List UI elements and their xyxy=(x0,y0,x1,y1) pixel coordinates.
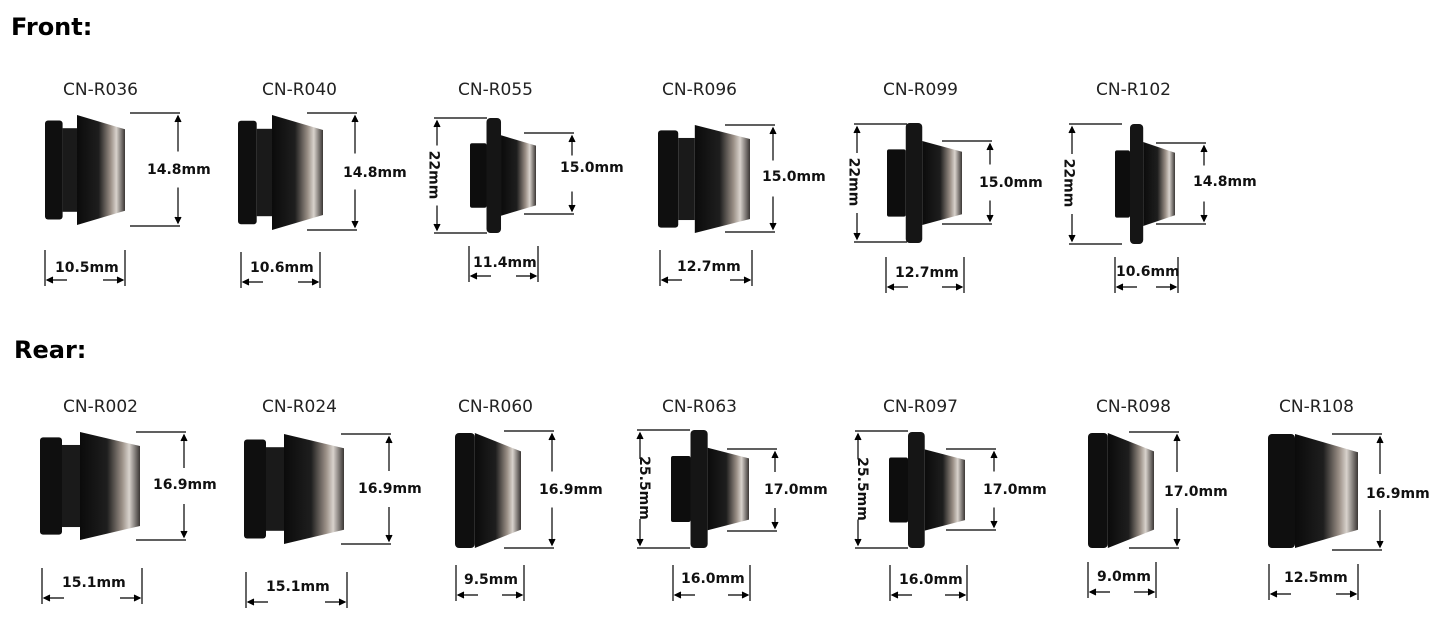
rear-outer-dimension-arrow-2 xyxy=(504,430,556,549)
front-outer-dimension-arrow-1 xyxy=(307,112,359,231)
rear-spacer-1 xyxy=(244,434,344,544)
front-outer-dimension-arrow-0 xyxy=(130,112,182,227)
width-label: 9.0mm xyxy=(1097,569,1151,585)
front-flange-dimension-arrow-4 xyxy=(853,123,907,243)
rear-outer-dimension-arrow-5 xyxy=(1129,431,1181,549)
front-flange-dimension-arrow-2 xyxy=(433,117,487,234)
rear-spacer-5 xyxy=(1088,433,1154,548)
part-number-label: CN-R102 xyxy=(1096,80,1171,100)
rear-spacer-6 xyxy=(1268,434,1358,548)
rear-outer-dimension-arrow-1 xyxy=(341,433,393,545)
outer-diameter-label: 17.0mm xyxy=(983,482,1047,498)
outer-diameter-label: 14.8mm xyxy=(147,162,211,178)
flange-diameter-label: 22mm xyxy=(425,150,442,199)
front-width-dimension-arrow-1 xyxy=(240,252,321,288)
part-number-label: CN-R024 xyxy=(262,397,337,417)
part-number-label: CN-R002 xyxy=(63,397,138,417)
rear-outer-dimension-arrow-6 xyxy=(1332,433,1384,551)
width-label: 10.6mm xyxy=(250,260,314,276)
front-spacer-4 xyxy=(887,123,962,243)
rear-width-dimension-arrow-6 xyxy=(1268,564,1359,600)
rear-outer-dimension-arrow-4 xyxy=(946,448,998,531)
width-label: 12.5mm xyxy=(1284,570,1348,586)
front-outer-dimension-arrow-2 xyxy=(524,132,576,215)
rear-spacer-3 xyxy=(671,430,749,548)
part-number-label: CN-R108 xyxy=(1279,397,1354,417)
front-outer-dimension-arrow-4 xyxy=(942,140,994,225)
rear-spacer-0 xyxy=(40,432,140,540)
outer-diameter-label: 14.8mm xyxy=(343,165,407,181)
rear-width-dimension-arrow-5 xyxy=(1087,562,1157,598)
outer-diameter-label: 15.0mm xyxy=(979,175,1043,191)
width-label: 16.0mm xyxy=(681,571,745,587)
front-spacer-3 xyxy=(658,125,750,233)
front-outer-dimension-arrow-5 xyxy=(1156,142,1208,225)
rear-spacer-4 xyxy=(889,432,965,548)
rear-width-dimension-arrow-2 xyxy=(455,565,525,601)
flange-diameter-label: 25.5mm xyxy=(635,456,652,520)
outer-diameter-label: 14.8mm xyxy=(1193,174,1257,190)
part-number-label: CN-R055 xyxy=(458,80,533,100)
outer-diameter-label: 16.9mm xyxy=(539,482,603,498)
outer-diameter-label: 16.9mm xyxy=(358,481,422,497)
front-width-dimension-arrow-4 xyxy=(885,257,965,293)
rear-width-dimension-arrow-1 xyxy=(245,572,348,608)
outer-diameter-label: 15.0mm xyxy=(762,169,826,185)
width-label: 10.5mm xyxy=(55,260,119,276)
part-number-label: CN-R036 xyxy=(63,80,138,100)
width-label: 15.1mm xyxy=(62,575,126,591)
front-width-dimension-arrow-0 xyxy=(44,250,126,286)
part-number-label: CN-R063 xyxy=(662,397,737,417)
part-number-label: CN-R098 xyxy=(1096,397,1171,417)
front-outer-dimension-arrow-3 xyxy=(725,124,777,233)
rear-spacer-2 xyxy=(455,433,521,548)
front-flange-dimension-arrow-5 xyxy=(1068,123,1122,245)
outer-diameter-label: 15.0mm xyxy=(560,160,624,176)
rear-width-dimension-arrow-0 xyxy=(41,568,143,604)
width-label: 11.4mm xyxy=(473,255,537,271)
outer-diameter-label: 16.9mm xyxy=(153,477,217,493)
rear-flange-dimension-arrow-3 xyxy=(636,429,690,549)
outer-diameter-label: 17.0mm xyxy=(764,482,828,498)
front-section-title: Front: xyxy=(11,13,93,41)
rear-outer-dimension-arrow-0 xyxy=(136,431,188,541)
part-number-label: CN-R060 xyxy=(458,397,533,417)
part-number-label: CN-R097 xyxy=(883,397,958,417)
front-spacer-0 xyxy=(45,115,125,225)
flange-diameter-label: 22mm xyxy=(1060,158,1077,208)
part-number-label: CN-R096 xyxy=(662,80,737,100)
rear-flange-dimension-arrow-4 xyxy=(854,430,908,549)
width-label: 12.7mm xyxy=(895,265,959,281)
rear-width-dimension-arrow-3 xyxy=(672,565,751,601)
front-width-dimension-arrow-3 xyxy=(659,250,753,286)
part-number-label: CN-R099 xyxy=(883,80,958,100)
outer-diameter-label: 17.0mm xyxy=(1164,484,1228,500)
front-spacer-5 xyxy=(1115,124,1175,244)
rear-width-dimension-arrow-4 xyxy=(889,565,968,601)
width-label: 15.1mm xyxy=(266,579,330,595)
rear-outer-dimension-arrow-3 xyxy=(727,448,779,532)
front-spacer-1 xyxy=(238,115,323,230)
part-number-label: CN-R040 xyxy=(262,80,337,100)
front-width-dimension-arrow-5 xyxy=(1114,257,1179,293)
flange-diameter-label: 22mm xyxy=(845,157,862,207)
rear-section-title: Rear: xyxy=(14,336,87,364)
width-label: 9.5mm xyxy=(464,572,518,588)
front-spacer-2 xyxy=(470,118,536,233)
width-label: 16.0mm xyxy=(899,572,963,588)
front-width-dimension-arrow-2 xyxy=(468,246,539,282)
flange-diameter-label: 25.5mm xyxy=(853,456,870,521)
outer-diameter-label: 16.9mm xyxy=(1366,486,1430,502)
width-label: 10.6mm xyxy=(1116,264,1180,280)
width-label: 12.7mm xyxy=(677,259,741,275)
